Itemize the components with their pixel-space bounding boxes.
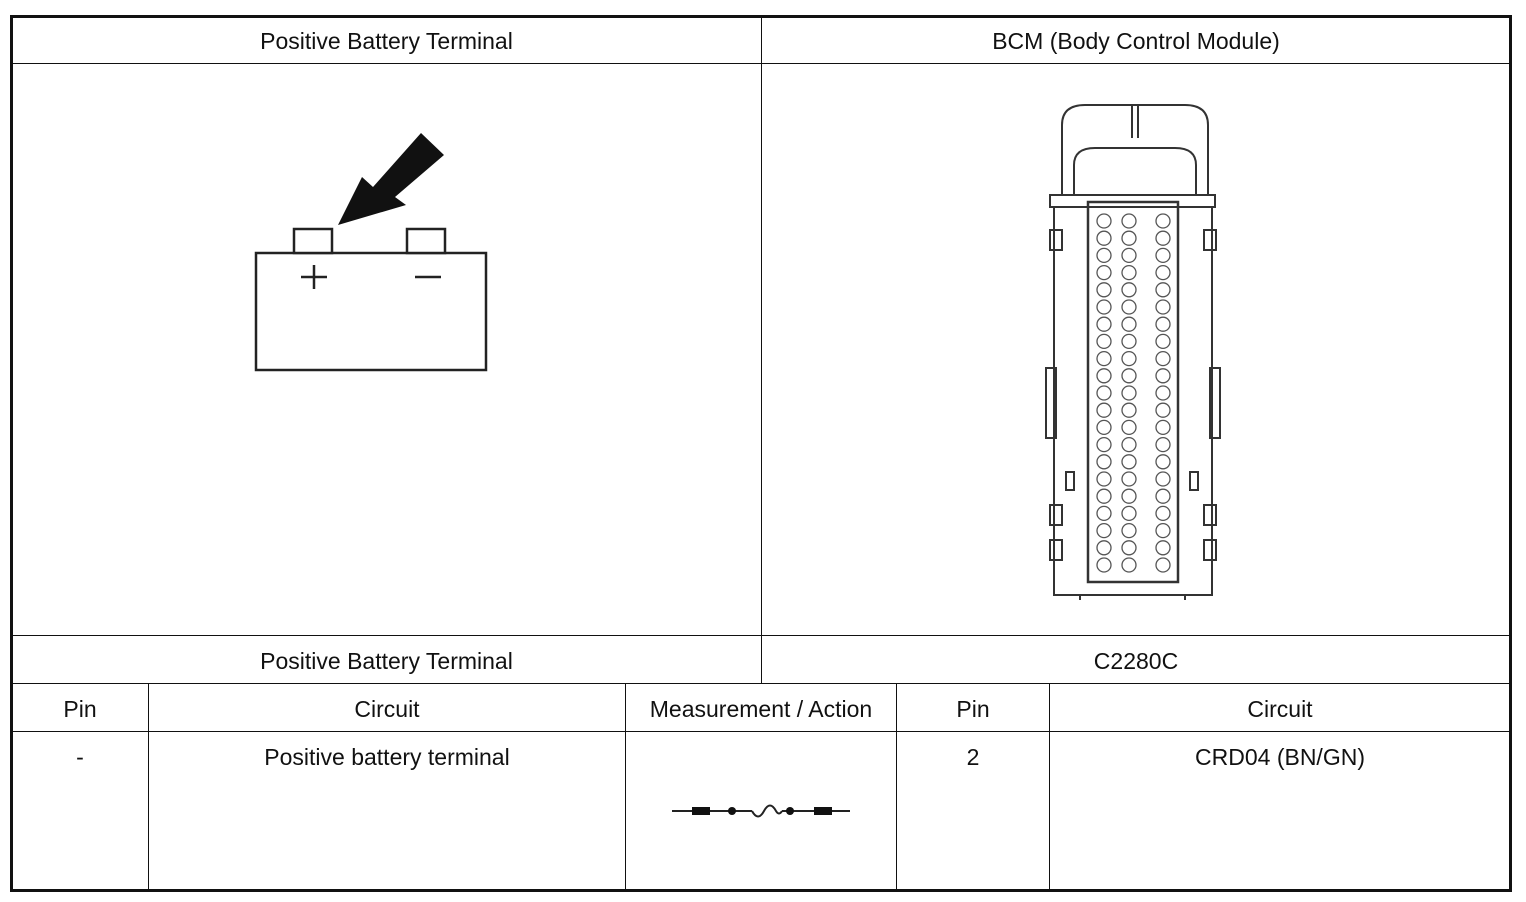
pin-cavity [1155, 385, 1171, 401]
pin-cavity [1121, 402, 1137, 418]
pin-cavity [1121, 540, 1137, 556]
pointer-arrow-icon [338, 133, 444, 225]
pin-cavity [1096, 557, 1112, 573]
pin-cavity [1155, 247, 1171, 264]
col-header-pin-right: Pin [956, 696, 990, 722]
col-header-pin-left: Pin [63, 696, 97, 722]
pin-cavity [1121, 316, 1137, 332]
pin-cavity [1121, 282, 1137, 298]
pin-cavity [1096, 522, 1112, 539]
divider [625, 683, 626, 890]
divider [148, 683, 149, 890]
divider [1049, 683, 1050, 890]
pin-cavity [1096, 213, 1112, 229]
pin-cavity [1121, 264, 1137, 281]
pin-cavity [1096, 436, 1112, 453]
pin-cavity [1155, 299, 1171, 315]
pin-cavity [1121, 454, 1137, 470]
pin-cavity [1096, 333, 1112, 350]
pinout-table [10, 15, 1512, 892]
pin-cavity [1096, 540, 1112, 556]
col-header-measurement: Measurement / Action [649, 696, 873, 722]
pin-cavity [1121, 505, 1137, 522]
pin-cavity [1096, 488, 1112, 504]
left-header-title: Positive Battery Terminal [260, 28, 513, 54]
pin-cavity [1096, 402, 1112, 418]
pin-cavity [1155, 454, 1171, 470]
pin-cavity [1155, 264, 1171, 281]
pin-cavity [1121, 230, 1137, 246]
divider [12, 731, 1510, 732]
pin-cavity [1096, 454, 1112, 470]
pin-cavity [1155, 419, 1171, 436]
pin-cavity [1155, 557, 1171, 573]
left-connector-label: Positive Battery Terminal [260, 648, 513, 674]
pin-cavity [1155, 488, 1171, 504]
right-connector-label: C2280C [1093, 648, 1179, 674]
pin-cavity [1155, 505, 1171, 522]
divider [896, 683, 897, 890]
pin-cavity [1121, 522, 1137, 539]
pin-cavity [1121, 213, 1137, 229]
pin-cavity [1096, 471, 1112, 487]
pin-cavity [1121, 557, 1137, 573]
pin-cavity [1096, 230, 1112, 246]
pin-cavity [1155, 213, 1171, 229]
fused-jumper-icon [672, 804, 850, 818]
pin-cavity [1096, 368, 1112, 384]
pin-cavity [1155, 402, 1171, 418]
col-header-circuit-left: Circuit [354, 696, 420, 722]
right-header-title: BCM (Body Control Module) [992, 28, 1280, 54]
pin-cavity [1096, 419, 1112, 436]
pin-cavity [1121, 350, 1137, 367]
pin-cavity [1096, 299, 1112, 315]
row-pin-right: 2 [966, 744, 980, 770]
pin-cavity [1096, 247, 1112, 264]
pin-cavity [1096, 264, 1112, 281]
pin-cavity [1155, 230, 1171, 246]
pin-cavity [1096, 282, 1112, 298]
pin-cavity [1121, 436, 1137, 453]
pin-cavity [1096, 350, 1112, 367]
pin-cavity [1155, 333, 1171, 350]
pin-cavity [1121, 247, 1137, 264]
pin-cavity [1121, 333, 1137, 350]
pin-cavity [1155, 316, 1171, 332]
pin-cavity [1121, 488, 1137, 504]
pin-cavity [1121, 368, 1137, 384]
pin-cavity [1121, 299, 1137, 315]
row-pin-left: - [76, 744, 84, 770]
battery-icon [254, 133, 488, 372]
pin-cavity [1096, 385, 1112, 401]
pin-cavity [1155, 522, 1171, 539]
pin-cavity [1155, 368, 1171, 384]
row-circuit-right: CRD04 (BN/GN) [1195, 744, 1365, 770]
pin-cavity [1155, 471, 1171, 487]
connector-c2280c-icon [1045, 104, 1221, 600]
pin-cavity [1155, 350, 1171, 367]
pin-cavity [1096, 316, 1112, 332]
pin-cavity [1096, 505, 1112, 522]
row-circuit-left: Positive battery terminal [264, 744, 510, 770]
pin-cavity [1121, 419, 1137, 436]
pin-cavity [1121, 385, 1137, 401]
divider [761, 17, 762, 684]
col-header-circuit-right: Circuit [1247, 696, 1313, 722]
pin-cavity [1155, 436, 1171, 453]
pin-cavity [1121, 471, 1137, 487]
pin-cavity [1155, 282, 1171, 298]
pin-cavity [1155, 540, 1171, 556]
